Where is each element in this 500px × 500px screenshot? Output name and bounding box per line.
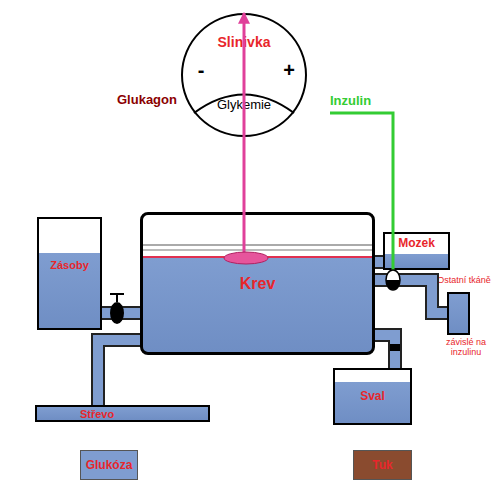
node-title: Ostatní tkáně [430,276,498,286]
valve-half [386,280,400,290]
dial-arc [194,95,294,114]
glucose-pipe [375,262,383,263]
legend-text: Tuk [353,450,412,480]
pipe-fluid [98,340,140,405]
glucose-pipe [98,340,140,405]
muscle-valve [390,344,400,351]
valve-stem [116,294,118,302]
node-title: Mozek [385,237,448,250]
glucagon-valve [110,302,124,324]
pipe-wall [102,306,140,320]
pipe-fluid [102,308,140,318]
node-title: Sval [335,390,410,403]
pipe-fluid [375,280,447,313]
node-title: Zásoby [39,259,100,271]
glycemia-dial: Glykemie [193,88,295,136]
pancreas-gauge: Slinivka - + Glykemie [181,13,307,137]
pipe-wall [375,335,395,368]
node-title: Střevo [67,408,127,420]
pipe-wall [375,255,383,269]
tissue-tank: Ostatní tkánězávislé na inzulinu [447,292,470,335]
node-text: + [279,59,299,81]
hormone-label: Inzulin [330,94,371,108]
muscle-tank: Sval [333,368,412,425]
glucose-pipe [375,335,395,368]
pipe-wall [375,280,447,313]
glucose-pipe [375,280,447,313]
pipe-fluid [375,335,395,368]
hormone-label: Glukagon [117,93,177,107]
pipe-wall [98,340,140,405]
pipe-fluid [375,257,383,267]
glucose-pipe [102,313,140,314]
node-text: závislé na inzulinu [440,338,492,358]
brain-tank: Mozek [383,232,450,270]
node-title: Glykemie [193,98,295,112]
intestine-pipe: Střevo [35,405,210,422]
blood-tank: Krev [140,212,375,355]
storage-tank: Zásoby [37,217,102,330]
insulin-valve [386,270,400,290]
legend-text: Glukóza [80,450,138,480]
valve-handle [110,293,124,295]
node-title: Krev [143,275,372,293]
node-text: - [191,59,211,81]
node-title: Slinivka [183,35,305,50]
